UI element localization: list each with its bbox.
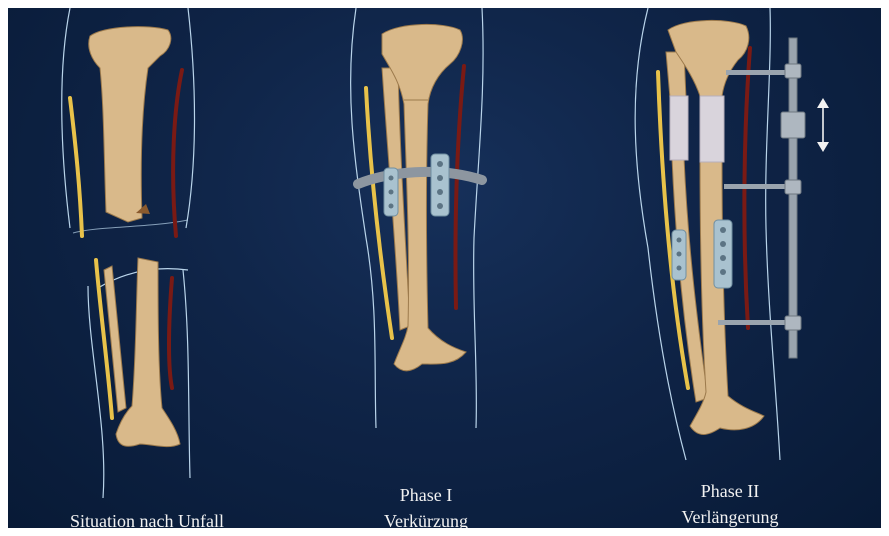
skin-outline xyxy=(186,8,195,228)
artery xyxy=(169,278,172,388)
tibia-proximal xyxy=(89,27,171,222)
skin-outline xyxy=(73,220,188,233)
skin-outline xyxy=(62,8,70,228)
bone-plate xyxy=(384,168,398,216)
caption-situation-nach-unfall: Situation nach Unfall xyxy=(44,508,250,528)
artery xyxy=(173,70,182,236)
caption-line: Phase II xyxy=(650,478,810,504)
caption-line: Verlängerung xyxy=(650,504,810,528)
panel-phase-1 xyxy=(351,8,484,428)
bone-plate xyxy=(714,220,732,288)
panel-situation-nach-unfall xyxy=(62,8,195,498)
panel-phase-2 xyxy=(635,8,829,460)
skin-outline xyxy=(474,8,484,428)
caption-phase-1: Phase I Verkürzung xyxy=(356,482,496,528)
double-vertical-arrow-icon xyxy=(817,98,829,152)
caption-phase-2: Phase II Verlängerung xyxy=(650,478,810,528)
external-fixator xyxy=(718,38,805,358)
diagram-artwork xyxy=(8,8,881,528)
fibula-callus xyxy=(670,96,688,160)
caption-line: Situation nach Unfall xyxy=(44,508,250,528)
caption-line: Phase I xyxy=(356,482,496,508)
bone-plate xyxy=(672,230,686,280)
artery xyxy=(455,66,464,308)
fibula-line xyxy=(70,98,82,236)
skin-outline xyxy=(183,270,190,478)
tibia-callus xyxy=(700,96,724,162)
skin-outline xyxy=(766,8,780,460)
bone-plate xyxy=(431,154,449,216)
diagram-slide: Situation nach Unfall Phase I Verkürzung… xyxy=(8,8,881,528)
fibula-fragment xyxy=(104,266,126,412)
skin-outline xyxy=(351,8,376,428)
caption-line: Verkürzung xyxy=(356,508,496,528)
